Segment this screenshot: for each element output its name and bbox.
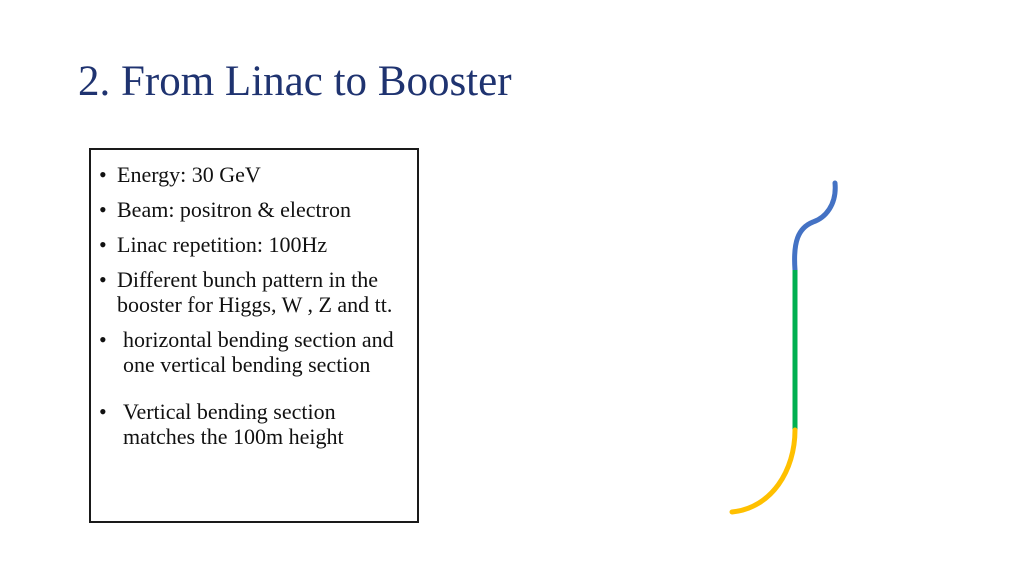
bullet-vertical-height: • Vertical bending section matches the 1… [99,399,407,449]
bullet-text: Energy: 30 GeV [117,162,261,187]
bullet-beam: • Beam: positron & electron [99,197,407,222]
bottom-bend-segment [729,427,798,515]
bullet-text: Vertical bending section matches the 100… [123,399,344,449]
bullet-dot: • [99,399,107,424]
bullet-text: Different bunch pattern in the booster f… [117,267,393,317]
bullet-dot: • [99,327,107,352]
bullet-text: Beam: positron & electron [117,197,351,222]
bullet-list: • Energy: 30 GeV • Beam: positron & elec… [91,150,417,449]
bullet-dot: • [99,267,107,292]
bullet-text: Linac repetition: 100Hz [117,232,328,257]
transfer-line-diagram [729,180,838,515]
bullet-dot: • [99,232,107,257]
bullet-text: horizontal bending section and one verti… [123,327,394,377]
bullet-dot: • [99,162,107,187]
bullet-text-box: • Energy: 30 GeV • Beam: positron & elec… [89,148,419,523]
bullet-bunch-pattern: • Different bunch pattern in the booster… [99,267,407,317]
top-bend-segment [792,180,838,273]
bullet-energy: • Energy: 30 GeV [99,162,407,187]
bullet-linac-repetition: • Linac repetition: 100Hz [99,232,407,257]
slide-title: 2. From Linac to Booster [78,58,512,105]
bullet-bending-sections: • horizontal bending section and one ver… [99,327,407,377]
bullet-dot: • [99,197,107,222]
